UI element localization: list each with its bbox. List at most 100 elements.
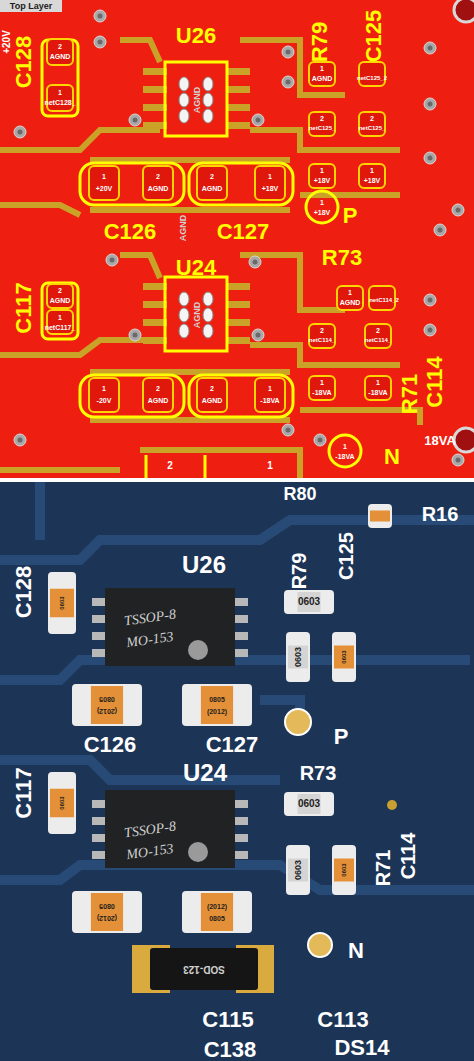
pin-number: 2 xyxy=(320,115,324,122)
smd-pad xyxy=(309,62,335,86)
net-name: netC125_ xyxy=(359,125,386,131)
designator: C117 xyxy=(13,767,35,818)
designator: C128 xyxy=(13,36,35,89)
net-name: AGND xyxy=(340,299,361,306)
net-name: AGND xyxy=(202,185,223,192)
designator: N xyxy=(384,446,400,468)
smd-pad xyxy=(255,378,285,412)
package-marking: 0603 xyxy=(59,796,65,809)
designator: C138 xyxy=(204,1039,257,1061)
package-marking: 0603 xyxy=(298,597,320,607)
smd-pad xyxy=(359,62,385,86)
pin-number: 2 xyxy=(58,287,62,294)
smd-pad xyxy=(359,164,385,188)
designator: U24 xyxy=(183,761,227,785)
package-marking: 0805 xyxy=(99,696,115,703)
net-name: netC114_ xyxy=(309,337,335,343)
net-name: -18VA xyxy=(368,389,387,396)
net-name: AGND xyxy=(148,185,169,192)
net-name: AGND xyxy=(50,53,71,60)
designator: R73 xyxy=(300,763,337,783)
component xyxy=(48,504,392,933)
smd-pad xyxy=(309,164,335,188)
smd-pad xyxy=(255,166,285,200)
pin-number: 2 xyxy=(320,327,324,334)
via xyxy=(434,224,446,236)
pin-number: 1 xyxy=(102,173,106,180)
ic-pin xyxy=(92,598,248,859)
chip-component xyxy=(48,772,76,834)
pin-number: 1 xyxy=(320,65,324,72)
via xyxy=(252,114,264,126)
ic-pin xyxy=(235,817,248,825)
via xyxy=(424,42,436,54)
package-marking: (2012) xyxy=(97,708,117,715)
net-name: netC117_ xyxy=(45,324,76,331)
smd-pad xyxy=(309,376,335,400)
pin-number: 1 xyxy=(320,199,324,206)
smd-pad xyxy=(309,324,335,348)
smd-pad xyxy=(47,39,73,65)
net-name: AGND xyxy=(193,302,202,329)
net-name: +20V xyxy=(2,30,12,54)
designator: R80 xyxy=(283,485,316,503)
net-name: netC125_2 xyxy=(357,75,387,81)
chip-component xyxy=(72,684,142,726)
designator: C115 xyxy=(202,1009,253,1031)
designator: P xyxy=(343,205,358,227)
designator: C125 xyxy=(336,532,356,580)
package-marking: (2012) xyxy=(207,708,227,715)
chip-component xyxy=(284,590,334,614)
chip-component xyxy=(332,632,356,682)
net-name: netC128_ xyxy=(44,99,75,106)
designator: U24 xyxy=(176,257,216,279)
3d-render-view xyxy=(0,482,474,1061)
pin-number: 1 xyxy=(320,167,324,174)
ic-pin xyxy=(235,615,248,623)
package-marking: 0805 xyxy=(209,696,225,703)
via xyxy=(424,324,436,336)
package-marking: 0805 xyxy=(209,915,225,922)
pin-number: 1 xyxy=(267,461,273,471)
net-name: -18VA xyxy=(312,389,331,396)
chip-component xyxy=(182,684,252,726)
designator: U26 xyxy=(182,553,226,577)
package-marking: 0603 xyxy=(294,647,303,667)
chip-component xyxy=(182,891,252,933)
package-marking: SOD-123 xyxy=(183,964,225,974)
smd-pad xyxy=(197,378,227,412)
net-name: -18VA xyxy=(335,453,354,460)
designator: C125 xyxy=(363,10,385,63)
ic-pin xyxy=(92,649,105,657)
designator: R71 xyxy=(373,850,393,887)
ic-pin xyxy=(92,834,105,842)
smd-pad xyxy=(89,166,119,200)
chip-component xyxy=(72,891,142,933)
designator: R79 xyxy=(289,553,309,590)
pin-number: 1 xyxy=(102,385,106,392)
pin-number: 2 xyxy=(167,461,173,471)
pin-number: 1 xyxy=(348,289,352,296)
designator: C126 xyxy=(84,734,137,756)
pin-number: 1 xyxy=(376,379,380,386)
pin-number: 2 xyxy=(58,43,62,50)
copper-trace xyxy=(0,482,474,890)
smd-pad xyxy=(143,378,173,412)
via xyxy=(452,454,464,466)
net-name: +18V xyxy=(364,177,381,184)
net-name: +18V xyxy=(314,177,331,184)
designator: R16 xyxy=(422,504,459,524)
ic-pin xyxy=(92,632,105,640)
designator: R73 xyxy=(322,247,362,269)
smd-pad xyxy=(197,166,227,200)
via xyxy=(282,424,294,436)
layer-tab xyxy=(0,0,62,12)
smd-pad xyxy=(337,286,363,310)
chip-component xyxy=(284,792,334,816)
designator: U26 xyxy=(176,25,216,47)
via xyxy=(282,46,294,58)
smd-pad xyxy=(143,166,173,200)
pin-number: 2 xyxy=(376,327,380,334)
pin-number: 1 xyxy=(58,89,62,96)
pin-number: 1 xyxy=(320,379,324,386)
